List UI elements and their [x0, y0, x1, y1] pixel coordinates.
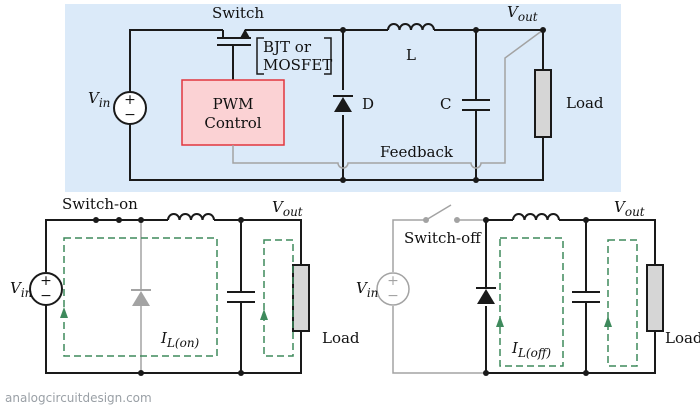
inductor: [387, 23, 435, 31]
switch-on-load: [292, 264, 310, 332]
switch-on-capacitor: [227, 291, 255, 303]
device-label-line1: BJT or: [263, 38, 312, 56]
switch-off-load: [646, 264, 664, 332]
diode-label: D: [362, 95, 374, 113]
switch-on-title: Switch-on: [62, 195, 138, 213]
source-plus-icon: +: [387, 273, 399, 289]
switch-on-vin-label: Vin: [10, 279, 32, 300]
switch-off-load-label: Load: [665, 329, 700, 347]
switch-off-capacitor: [572, 291, 600, 303]
switch-off-wires: [485, 219, 656, 374]
load-resistor: [534, 69, 552, 138]
switch-on-wires: [45, 219, 302, 374]
source-minus-icon: −: [124, 107, 136, 123]
switch-off-diode: [477, 289, 495, 304]
switch-off-junctions: [483, 217, 589, 376]
switch-on-source: [29, 272, 63, 306]
input-voltage-source: [113, 91, 147, 125]
switch-off-open-switch: [423, 217, 460, 223]
switch-off-vout-label: Vout: [614, 198, 645, 219]
switch-off-title: Switch-off: [404, 229, 482, 247]
switch-off-current-label: IL(off): [511, 339, 551, 360]
source-minus-icon: −: [40, 288, 52, 304]
device-label-line2: MOSFET: [263, 56, 332, 74]
capacitor-label: C: [440, 95, 451, 113]
loop-arrow-icon: [604, 316, 612, 327]
switch-off-vin-label: Vin: [356, 279, 378, 300]
freewheel-diode: [334, 97, 352, 112]
output-capacitor: [462, 99, 490, 111]
source-plus-icon: +: [40, 273, 52, 289]
switch-off-inductor: [512, 213, 560, 221]
inductor-label: L: [406, 46, 416, 64]
switch-arrow-icon: [240, 29, 250, 38]
switch-on-load-label: Load: [322, 329, 360, 347]
switch-on-vout-label: Vout: [272, 198, 303, 219]
switch-on-current-label: IL(on): [160, 329, 200, 350]
feedback-path: [232, 29, 544, 169]
feedback-label: Feedback: [380, 143, 454, 161]
switch-off-source-inactive: [376, 272, 410, 306]
switch-on-current-loop: [63, 237, 218, 357]
loop-arrow-icon: [60, 307, 68, 318]
switch-off-load-loop: [607, 239, 638, 367]
loop-arrow-icon: [496, 316, 504, 327]
switch-on-diode-inactive: [131, 220, 151, 373]
switch-on-junctions: [93, 217, 244, 376]
pwm-control-block: [181, 79, 285, 146]
pwm-label-line1: PWM: [213, 95, 254, 113]
switch-on-inductor: [167, 213, 215, 221]
device-bracket: [256, 37, 264, 75]
vin-label: Vin: [88, 89, 110, 110]
switch-off-current-loop: [499, 237, 564, 367]
source-plus-icon: +: [124, 92, 136, 108]
top-junctions: [340, 27, 546, 183]
watermark: analogcircuitdesign.com: [5, 391, 152, 405]
switch-on-load-loop: [263, 239, 294, 357]
switch-off-gray-wires: [392, 204, 486, 374]
source-minus-icon: −: [387, 288, 399, 304]
loop-arrow-icon: [260, 309, 268, 320]
vout-label: Vout: [507, 3, 538, 24]
pwm-label-line2: Control: [204, 114, 261, 132]
device-bracket-right: [324, 37, 332, 75]
load-label: Load: [566, 94, 604, 112]
switch-label: Switch: [212, 4, 264, 22]
